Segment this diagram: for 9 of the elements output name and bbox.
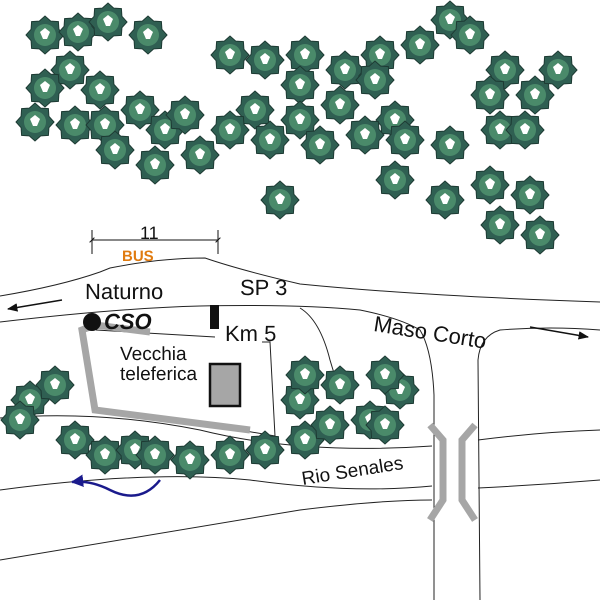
place-name: Maso Corto bbox=[372, 312, 488, 353]
bus-stop-label: BUS bbox=[122, 249, 154, 265]
kilometre-label: Km 5 bbox=[225, 322, 276, 346]
site-label: CSO bbox=[104, 310, 152, 334]
river-name: Rio Senales bbox=[300, 454, 405, 490]
place-name: Naturno bbox=[85, 280, 164, 304]
road-name: SP 3 bbox=[240, 276, 288, 300]
dimension-value: 11 bbox=[140, 224, 159, 243]
building-label: Vecchia teleferica bbox=[120, 345, 195, 385]
